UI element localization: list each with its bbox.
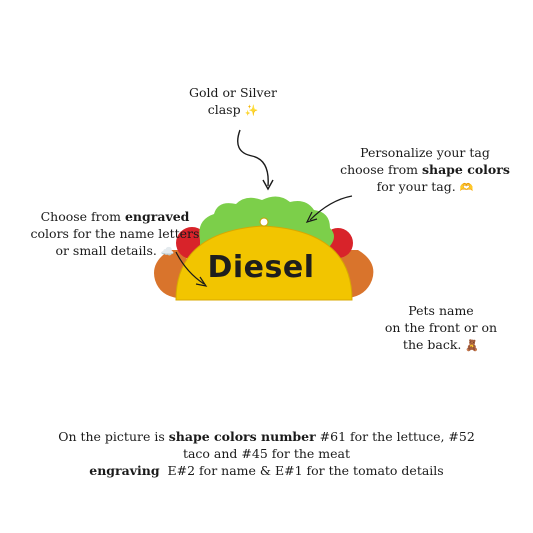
tag-name-engraving: Diesel <box>207 250 315 285</box>
arrow-clasp <box>237 129 269 187</box>
teddy-bear-icon: 🧸 <box>465 339 480 352</box>
bottom-description: On the picture is shape colors number #6… <box>40 428 493 479</box>
shape-line3: for your tag. <box>376 179 456 194</box>
bottom-l2: taco and #45 for the meat <box>182 446 351 461</box>
arrow-shape <box>309 195 353 221</box>
pets-line1: Pets name <box>408 303 474 318</box>
engraved-line3: or small details. <box>55 243 157 258</box>
bottom-l3-bold: engraving <box>89 463 160 478</box>
clasp-annotation: Gold or Silver clasp ✨ <box>178 84 288 119</box>
heart-hands-icon: 🫶 <box>459 181 474 194</box>
sparkles-icon: ✨ <box>244 104 259 117</box>
pets-name-annotation: Pets name on the front or on the back. 🧸 <box>376 302 506 354</box>
bottom-l1-pre: On the picture is <box>58 429 169 444</box>
engraved-annotation: Choose from engraved colors for the name… <box>30 208 200 260</box>
bottom-l1-post: #61 for the lettuce, #52 <box>315 429 475 444</box>
bottom-l3-post: E#2 for name & E#1 for the tomato detail… <box>159 463 444 478</box>
pets-line3: the back. <box>402 337 462 352</box>
clasp-line1: Gold or Silver <box>189 85 277 100</box>
engraved-line1-pre: Choose from <box>40 209 125 224</box>
shape-line2-bold: shape colors <box>421 162 510 177</box>
arrow-shape-head <box>305 211 318 223</box>
shape-line1: Personalize your tag <box>360 145 490 160</box>
arrow-clasp-head <box>262 179 274 191</box>
arrow-engraved-head <box>195 276 208 287</box>
cloud-icon: ☁️ <box>160 245 175 258</box>
engraved-line2: colors for the name letters <box>30 226 200 241</box>
engraved-line1-bold: engraved <box>124 209 190 224</box>
clasp-hole <box>259 217 269 227</box>
arrow-engraved <box>175 251 205 285</box>
pets-line2: on the front or on <box>384 320 498 335</box>
shape-colors-annotation: Personalize your tag choose from shape c… <box>330 144 520 196</box>
clasp-line2: clasp <box>207 102 241 117</box>
bottom-l1-bold: shape colors number <box>168 429 316 444</box>
shape-line2-pre: choose from <box>340 162 422 177</box>
